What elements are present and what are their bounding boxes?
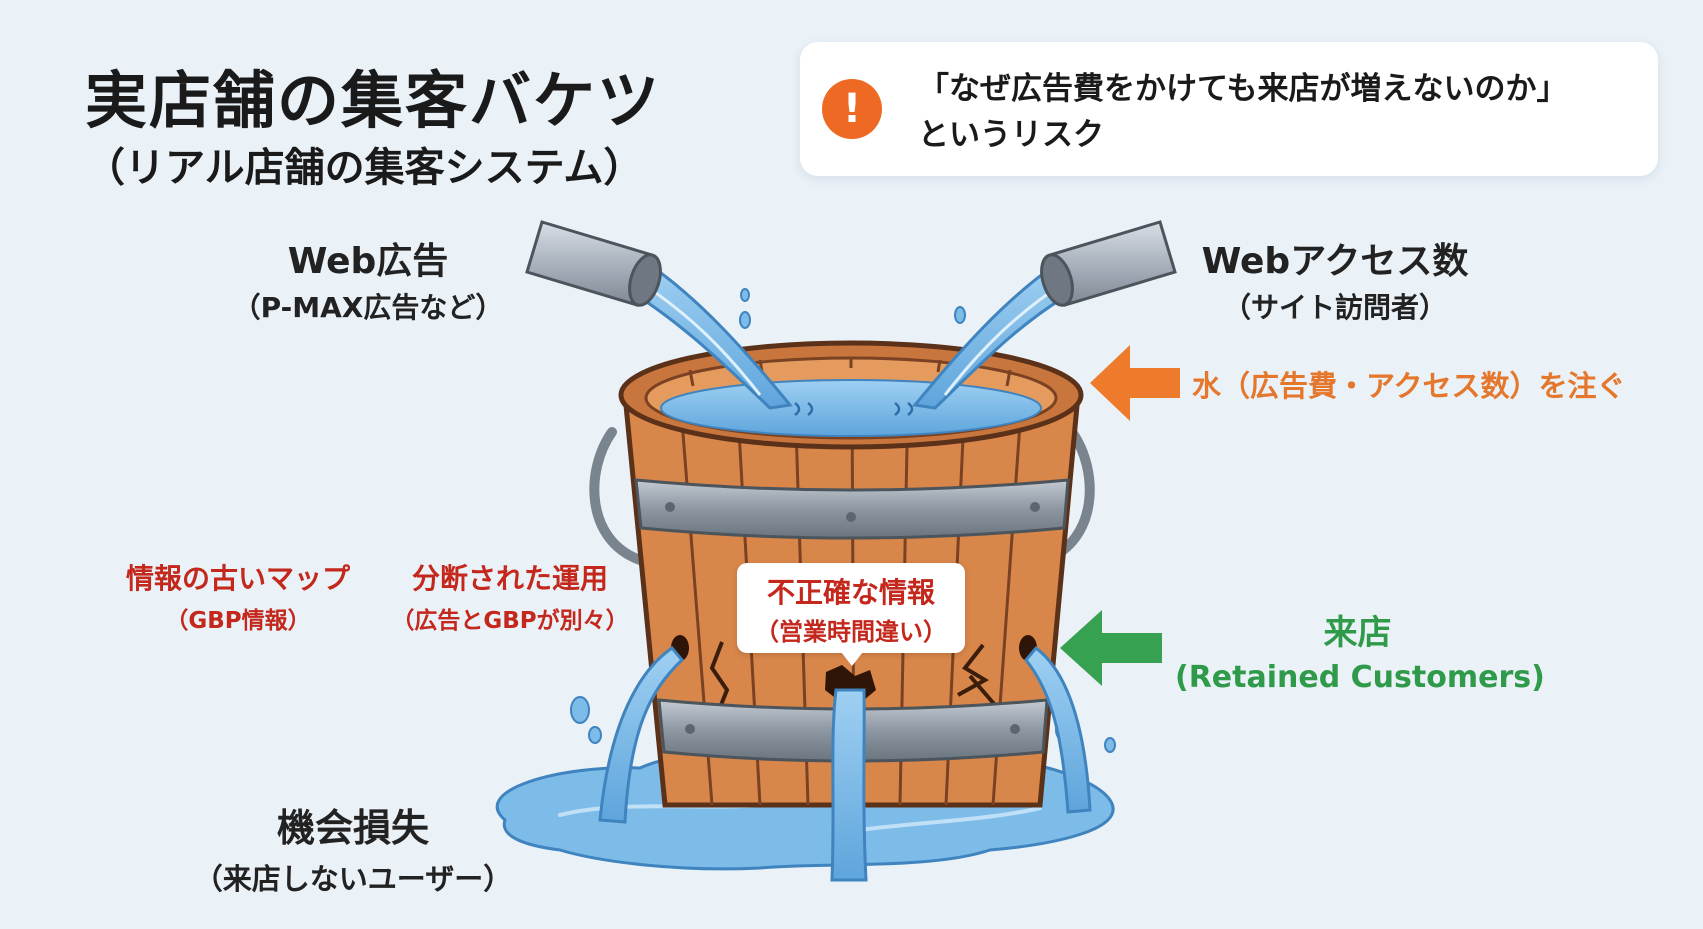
fragmented-title: 分断された運用 [411,562,608,595]
visit-arrow-icon [1060,610,1162,686]
pour-arrow-icon [1090,345,1180,421]
inaccurate-sub: （営業時間違い） [755,618,947,646]
left-pipe [525,220,793,410]
page-subtitle: （リアル店舗の集客システム） [85,145,644,191]
exclamation-icon: ! [822,79,882,139]
label-loss: 機会損失 （来店しないユーザー） [188,797,518,898]
web-ads-sub: （P-MAX広告など） [232,291,504,324]
pour-label: 水（広告費・アクセス数）を注ぐ [1192,369,1626,403]
inaccurate-title: 不正確な情報 [766,576,935,609]
risk-card: ! 「なぜ広告費をかけても来店が増えないのか」 というリスク [800,42,1658,176]
visit-sub: (Retained Customers) [1175,660,1545,695]
loss-sub: （来店しないユーザー） [193,862,513,896]
risk-line-2: というリスク [918,117,1104,153]
visit-title: 来店 [1323,613,1392,653]
old-map-sub: （GBP情報） [165,608,311,634]
right-pipe [912,220,1177,410]
top-band [634,478,1070,540]
label-web-ads: Web広告 （P-MAX広告など） [228,232,508,326]
label-visit: 来店 (Retained Customers) [1175,605,1545,695]
bucket-rim [618,340,1084,450]
risk-text: 「なぜ広告費をかけても来店が増えないのか」 というリスク [918,66,1567,158]
web-access-sub: （サイト訪問者） [1222,291,1447,324]
label-old-map: 情報の古いマップ （GBP情報） [108,557,368,635]
crack-right [957,643,997,707]
leak-streams [598,645,1092,882]
fragmented-sub: （広告とGBPが別々） [391,608,629,634]
loss-title: 機会損失 [276,806,429,850]
risk-line-1: 「なぜ広告費をかけても来店が増えないのか」 [918,71,1568,107]
web-access-title: Webアクセス数 [1201,241,1469,282]
label-fragmented: 分断された運用 （広告とGBPが別々） [380,557,640,635]
callout-inaccurate: 不正確な情報 （営業時間違い） [737,563,965,666]
old-map-title: 情報の古いマップ [125,562,350,595]
label-web-access: Webアクセス数 （サイト訪問者） [1170,232,1500,326]
splash-drops [739,288,966,329]
web-ads-title: Web広告 [287,241,449,282]
page-title: 実店舗の集客バケツ [85,64,662,137]
